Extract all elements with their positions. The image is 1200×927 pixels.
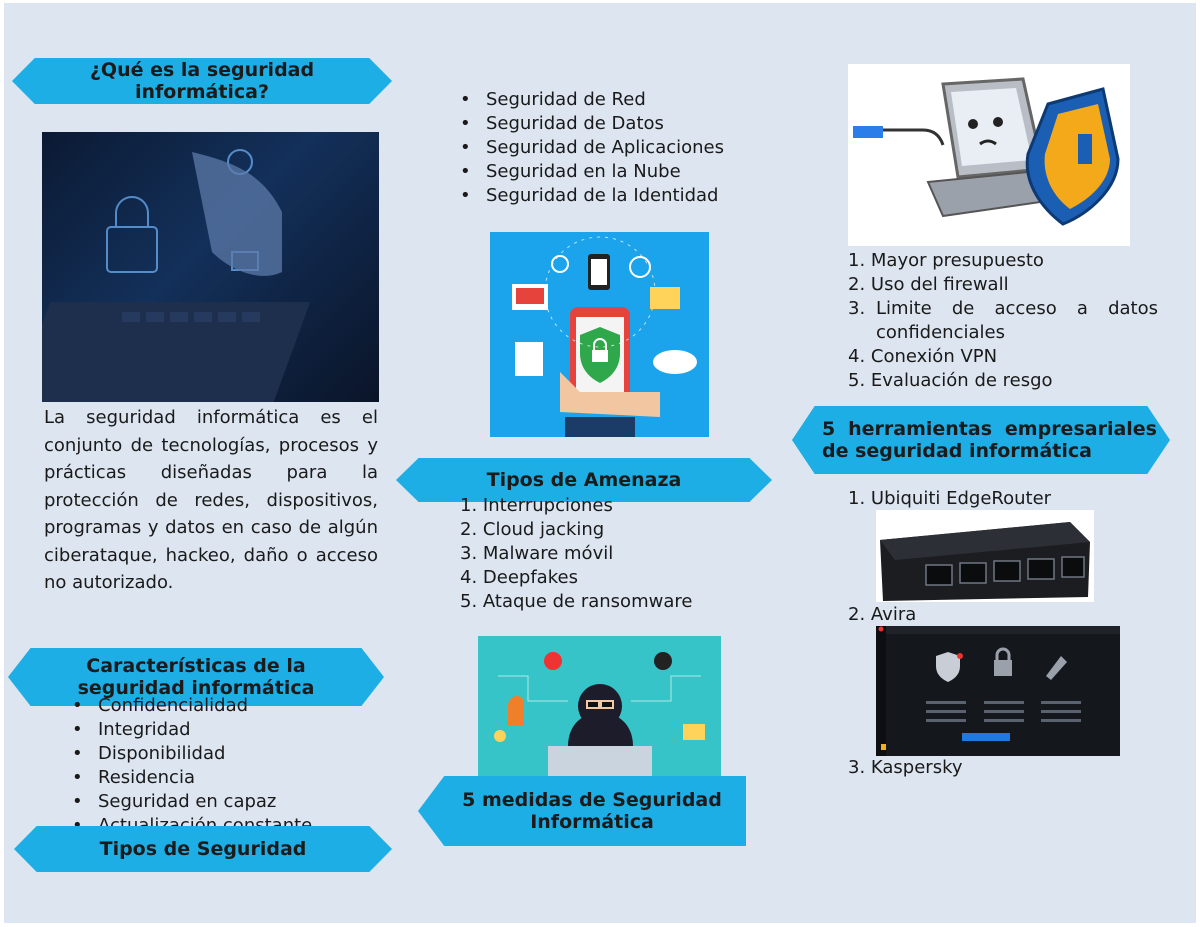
- list-item: Confidencialidad: [72, 694, 392, 718]
- caracteristicas-list: Confidencialidad Integridad Disponibilid…: [72, 694, 392, 838]
- list-item: 2. Uso del firewall: [848, 274, 1009, 295]
- tipos-amenaza-title: Tipos de Amenaza: [486, 469, 682, 491]
- tipos-seguridad-list: Seguridad de Red Seguridad de Datos Segu…: [460, 88, 780, 208]
- list-item: 4. Conexión VPN: [848, 346, 998, 367]
- tipos-seguridad-title: Tipos de Seguridad: [99, 838, 307, 860]
- hacker-keyboard-image: [42, 132, 379, 402]
- list-item: 1. Mayor presupuesto: [848, 250, 1044, 271]
- list-item: Disponibilidad: [72, 742, 392, 766]
- list-item: 3.Limite de acceso a datos confidenciale…: [848, 298, 1158, 343]
- list-item: 1. Interrupciones: [460, 495, 613, 516]
- avira-screenshot-image: [876, 626, 1120, 756]
- herramientas-title: 5 herramientas empresariales de segurida…: [822, 418, 1157, 462]
- herramientas-banner: 5 herramientas empresariales de segurida…: [792, 406, 1170, 474]
- list-item: Residencia: [72, 766, 392, 790]
- que-es-title: ¿Qué es la seguridad informática?: [89, 59, 315, 103]
- medidas-banner: 5 medidas de Seguridad Informática: [418, 776, 746, 846]
- list-item: Integridad: [72, 718, 392, 742]
- list-item: 1. Ubiquiti EdgeRouter: [848, 488, 1052, 509]
- list-item: 3. Kaspersky: [848, 757, 963, 778]
- herramientas-list: 1. Ubiquiti EdgeRouter: [848, 487, 1158, 511]
- caracteristicas-banner: Características de la seguridad informát…: [8, 648, 384, 706]
- list-item: Seguridad de Aplicaciones: [460, 136, 780, 160]
- hacker-threats-image: [478, 636, 721, 784]
- list-item: 5. Ataque de ransomware: [460, 591, 693, 612]
- edgerouter-image: [876, 510, 1094, 602]
- tipos-amenaza-list: 1. Interrupciones 2. Cloud jacking 3. Ma…: [460, 494, 760, 614]
- medidas-list: 1. Mayor presupuesto 2. Uso del firewall…: [848, 249, 1158, 393]
- list-item: Seguridad de Datos: [460, 112, 780, 136]
- medidas-title: 5 medidas de Seguridad Informática: [462, 789, 722, 833]
- list-item: Seguridad de la Identidad: [460, 184, 780, 208]
- list-item: 2. Avira: [848, 604, 917, 625]
- list-item: Seguridad en la Nube: [460, 160, 780, 184]
- caracteristicas-title: Características de la seguridad informát…: [77, 655, 315, 699]
- mobile-security-image: [490, 232, 709, 437]
- list-item: 5. Evaluación de resgo: [848, 370, 1053, 391]
- list-item: 2. Cloud jacking: [460, 519, 605, 540]
- list-item: Seguridad en capaz: [72, 790, 392, 814]
- herramientas-list-2: 2. Avira: [848, 603, 1158, 627]
- laptop-shield-image: [848, 64, 1130, 246]
- tipos-amenaza-banner: Tipos de Amenaza: [396, 458, 772, 502]
- que-es-banner: ¿Qué es la seguridad informática?: [12, 58, 392, 104]
- list-item: 4. Deepfakes: [460, 567, 578, 588]
- tipos-seguridad-banner: Tipos de Seguridad: [14, 826, 392, 872]
- list-item: Seguridad de Red: [460, 88, 780, 112]
- que-es-paragraph: La seguridad informática es el conjunto …: [44, 407, 378, 593]
- herramientas-list-3: 3. Kaspersky: [848, 756, 1158, 780]
- list-item: 3. Malware móvil: [460, 543, 614, 564]
